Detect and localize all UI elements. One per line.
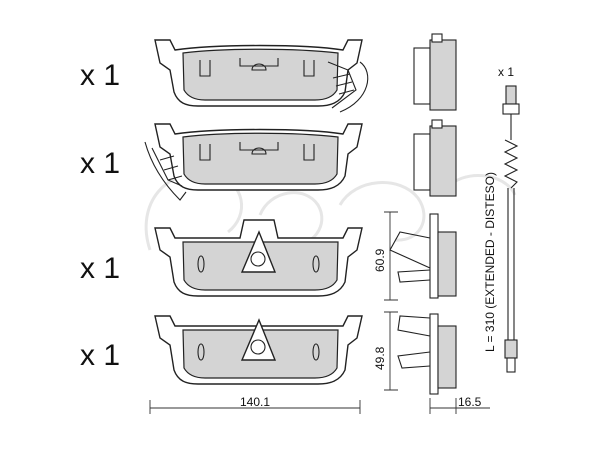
height-dimension-bottom: 49.8 — [373, 311, 398, 391]
height-bottom-label: 49.8 — [373, 346, 387, 370]
pad2-quantity-label: x 1 — [80, 147, 120, 180]
pad4-quantity-label: x 1 — [80, 339, 120, 372]
width-dimension: 140.1 — [149, 395, 361, 414]
side-view-2 — [413, 119, 457, 197]
sensor-quantity-label: x 1 — [498, 65, 514, 79]
brake-pad-1 — [154, 39, 369, 113]
brake-pad-4 — [154, 315, 363, 385]
side-view-3 — [389, 213, 457, 299]
thickness-dimension-label: 16.5 — [458, 395, 482, 409]
brake-pad-2 — [144, 123, 363, 201]
height-top-label: 60.9 — [373, 248, 387, 272]
sensor-length-label: L = 310 (EXTENDED - DISTESO) — [483, 172, 497, 352]
width-dimension-label: 140.1 — [240, 395, 270, 409]
side-view-1 — [413, 33, 457, 111]
brake-pad-3 — [154, 219, 363, 297]
pad3-quantity-label: x 1 — [80, 252, 120, 285]
pad1-quantity-label: x 1 — [80, 59, 120, 92]
height-dimension-top: 60.9 — [373, 211, 398, 301]
side-view-4 — [397, 313, 457, 395]
sensor-length-dimension: L = 310 (EXTENDED - DISTESO) — [483, 172, 497, 352]
wear-sensor — [502, 85, 520, 373]
thickness-dimension: 16.5 — [429, 395, 490, 414]
